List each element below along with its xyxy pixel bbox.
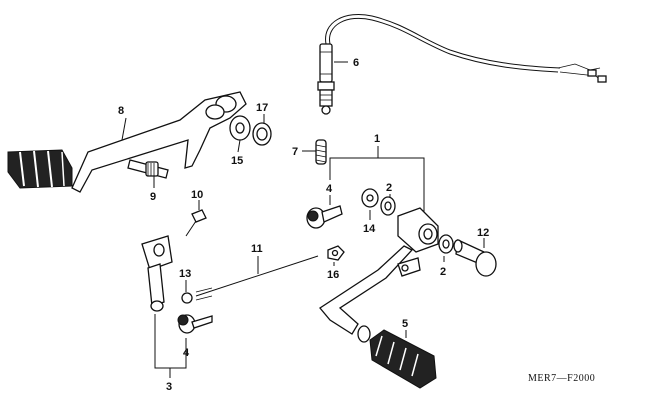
ball-joint-upper [306, 195, 343, 229]
callout-4-lower: 4 [183, 347, 190, 359]
nut [327, 245, 345, 266]
callout-12: 12 [477, 227, 489, 239]
brake-pedal [7, 91, 247, 193]
callout-9: 9 [150, 191, 156, 203]
drawing-code: MER7—F2000 [528, 373, 595, 384]
callout-14: 14 [363, 223, 376, 235]
callout-10: 10 [191, 189, 203, 201]
callout-17: 17 [256, 102, 268, 114]
callout-8: 8 [118, 105, 124, 117]
callout-4-upper: 4 [326, 183, 333, 195]
callout-16: 16 [327, 269, 339, 281]
return-spring [302, 139, 327, 165]
callout-13: 13 [179, 268, 191, 280]
callout-1: 1 [374, 133, 380, 145]
callout-11: 11 [251, 243, 263, 255]
callout-6: 6 [353, 57, 359, 69]
pivot-bolt [453, 238, 497, 277]
tie-rod [195, 255, 319, 301]
callout-labels: 1 2 2 3 4 4 5 6 7 8 9 10 11 12 13 14 15 … [118, 57, 489, 393]
gearshift-pedal [319, 146, 439, 389]
callout-2-upper: 2 [386, 182, 392, 194]
bolt [185, 200, 207, 237]
shift-cable [317, 14, 607, 115]
callout-7: 7 [292, 146, 298, 158]
washers [361, 188, 454, 262]
washer-seal-set [229, 114, 272, 153]
callout-5: 5 [402, 318, 408, 330]
callout-2-lower: 2 [440, 266, 446, 278]
shift-arm-assembly [141, 235, 213, 378]
pedal-pivot-pin [127, 159, 169, 188]
callout-15: 15 [231, 155, 243, 167]
callout-3: 3 [166, 381, 172, 393]
